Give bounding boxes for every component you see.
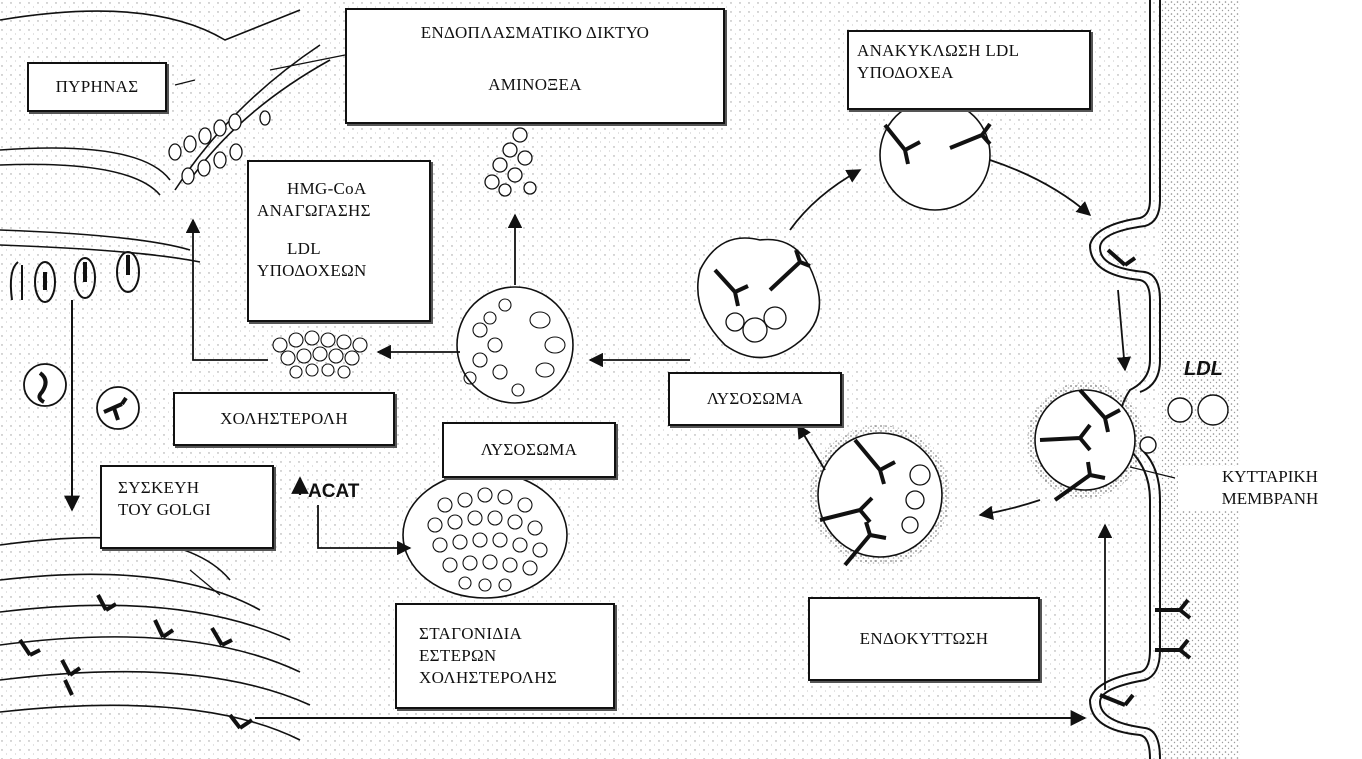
hmg-text-line1: HMG-CoA — [287, 178, 429, 200]
recycling-text-line1: ΑΝΑΚΥΚΛΩΣΗ LDL — [857, 40, 1089, 62]
er-text-line2: ΑΜΙΝΟΞΕΑ — [347, 74, 723, 96]
label-cell-membrane: ΚΥΤΤΑΡΙΚΗ ΜΕΜΒΡΑΝΗ — [1178, 466, 1362, 510]
droplets-text-line2: ΕΣΤΕΡΩΝ — [419, 645, 613, 667]
label-ldl-particle: LDL — [1184, 356, 1223, 382]
label-regulation: HMG-CoA ΑΝΑΓΩΓΑΣΗΣ LDL ΥΠΟΔΟΧΕΩΝ — [247, 160, 431, 322]
label-golgi: ΣΥΣΚΕΥΗ ΤΟΥ GOLGI — [100, 465, 274, 549]
golgi-text-line1: ΣΥΣΚΕΥΗ — [118, 477, 272, 499]
label-lysosome-right: ΛΥΣΟΣΩΜΑ — [668, 372, 842, 426]
lysosome-center-organelle — [457, 287, 573, 403]
ldl-particle-text: LDL — [1184, 358, 1223, 380]
label-ester-droplets: ΣΤΑΓΟΝΙΔΙΑ ΕΣΤΕΡΩΝ ΧΟΛΗΣΤΕΡΟΛΗΣ — [395, 603, 615, 709]
label-acat: ACAT — [308, 480, 359, 505]
label-nucleus: ΠΥΡΗΝΑΣ — [27, 62, 167, 112]
nucleus-text: ΠΥΡΗΝΑΣ — [56, 76, 139, 98]
recycling-text-line2: ΥΠΟΔΟΧΕΑ — [857, 62, 1089, 84]
membrane-text-line1: ΚΥΤΤΑΡΙΚΗ — [1222, 467, 1318, 486]
ldl-rec-text-line2: ΥΠΟΔΟΧΕΩΝ — [257, 260, 429, 282]
label-cholesterol: ΧΟΛΗΣΤΕΡΟΛΗ — [173, 392, 395, 446]
lysosome-right-text: ΛΥΣΟΣΩΜΑ — [707, 388, 804, 410]
endocytosis-text: ΕΝΔΟΚΥΤΤΩΣΗ — [860, 628, 989, 650]
droplets-text-line1: ΣΤΑΓΟΝΙΔΙΑ — [419, 623, 613, 645]
label-er: ΕΝΔΟΠΛΑΣΜΑΤΙΚΟ ΔΙΚΤΥΟ ΑΜΙΝΟΞΕΑ — [345, 8, 725, 124]
droplets-text-line3: ΧΟΛΗΣΤΕΡΟΛΗΣ — [419, 667, 613, 689]
er-text-line1: ΕΝΔΟΠΛΑΣΜΑΤΙΚΟ ΔΙΚΤΥΟ — [347, 22, 723, 44]
label-endocytosis: ΕΝΔΟΚΥΤΤΩΣΗ — [808, 597, 1040, 681]
ldl-rec-text-line1: LDL — [287, 238, 429, 260]
hmg-text-line2: ΑΝΑΓΩΓΑΣΗΣ — [257, 200, 429, 222]
recycling-vesicle — [880, 100, 990, 210]
golgi-text-line2: ΤΟΥ GOLGI — [118, 499, 272, 521]
cholesterol-text: ΧΟΛΗΣΤΕΡΟΛΗ — [220, 408, 348, 430]
lysosome-center-text: ΛΥΣΟΣΩΜΑ — [481, 439, 578, 461]
label-recycling: ΑΝΑΚΥΚΛΩΣΗ LDL ΥΠΟΔΟΧΕΑ — [847, 30, 1091, 110]
membrane-text-line2: ΜΕΜΒΡΑΝΗ — [1222, 489, 1319, 508]
label-lysosome-center: ΛΥΣΟΣΩΜΑ — [442, 422, 616, 478]
acat-text: ACAT — [308, 481, 359, 502]
